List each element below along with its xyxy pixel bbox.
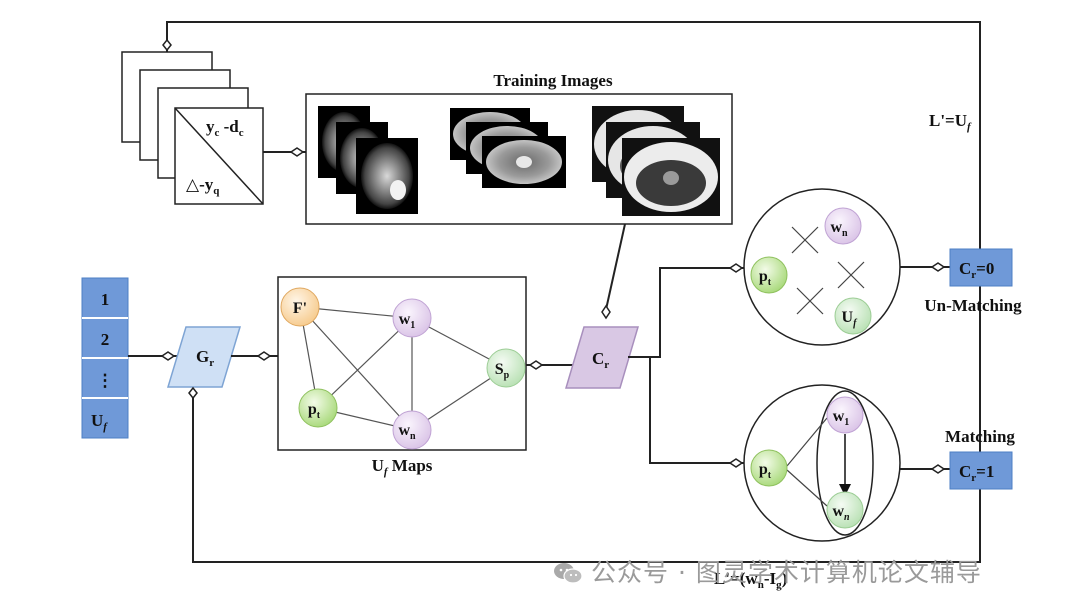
connector-images-to-cr xyxy=(601,223,626,320)
thoracic-mri-images xyxy=(592,106,720,216)
node-wn: wn xyxy=(392,410,432,450)
feedback-loop-bottom xyxy=(192,398,981,563)
stack-top-label: yc -dc xyxy=(206,117,244,139)
unmatching-cross-marks xyxy=(791,226,865,315)
stack-bottom-label: △-yq xyxy=(186,175,220,197)
connector-queue-to-gr xyxy=(128,351,180,361)
svg-text:Sp: Sp xyxy=(495,361,510,381)
wechat-icon xyxy=(554,563,583,584)
output-cr1-label: Cr=1 xyxy=(959,462,994,484)
match-node-wn: wn xyxy=(826,491,864,529)
matching-edges xyxy=(786,417,851,507)
cr-branch-lines xyxy=(628,267,745,464)
output-cr0-box xyxy=(949,248,1013,287)
output-cr1-box xyxy=(949,451,1013,490)
watermark-text: 公众号 · 图灵学术计算机论文辅导 xyxy=(591,558,982,587)
svg-text:wn: wn xyxy=(398,422,416,442)
match-node-pt: pt xyxy=(750,449,788,487)
svg-text:pt: pt xyxy=(759,268,772,288)
top-loss-label: L'=Uf xyxy=(929,111,972,133)
svg-text:Uf: Uf xyxy=(842,309,859,329)
unmatch-node-wn: wn xyxy=(824,207,862,245)
matching-label: Matching xyxy=(945,427,1015,446)
node-w1: w1 xyxy=(392,298,432,338)
node-f-prime: F' xyxy=(280,287,320,327)
node-sp: Sp xyxy=(486,348,526,388)
uf-maps-caption: Uf Maps xyxy=(372,456,433,478)
matching-group-ellipse xyxy=(816,390,874,536)
branch-diamond-top xyxy=(728,263,744,273)
queue-item-1: 1 xyxy=(101,290,110,309)
queue-item-ellipsis: ⋮ xyxy=(97,371,114,390)
unmatch-node-uf: Uf xyxy=(834,297,872,335)
input-queue xyxy=(81,277,129,439)
cr-block xyxy=(564,326,640,389)
watermark: 公众号 · 图灵学术计算机论文辅导 xyxy=(553,553,982,589)
svg-text:w1: w1 xyxy=(833,408,850,428)
queue-item-2: 2 xyxy=(101,330,110,349)
connector-maps-to-cr xyxy=(526,360,575,370)
cr-label: Cr xyxy=(592,349,609,371)
output-cr0-label: Cr=0 xyxy=(959,259,994,281)
branch-diamond-bottom xyxy=(728,458,744,468)
svg-text:F': F' xyxy=(293,300,307,317)
svg-text:w1: w1 xyxy=(399,311,416,331)
sheet-stack xyxy=(121,51,264,205)
bottom-loss-label: L'=(wn-Ig) xyxy=(714,569,787,591)
connector-stack-to-images xyxy=(263,147,306,157)
connector-unmatch-to-output xyxy=(900,262,950,272)
connector-gr-to-maps xyxy=(231,351,278,361)
brain-mri-images xyxy=(318,106,418,214)
unmatching-label: Un-Matching xyxy=(924,296,1022,315)
connector-match-to-output xyxy=(900,464,950,474)
gr-block xyxy=(166,326,242,388)
connector-stack-to-loop xyxy=(162,22,172,52)
match-node-w1: w1 xyxy=(826,396,864,434)
gr-bottom-diamond xyxy=(188,386,198,400)
svg-text:wn: wn xyxy=(832,503,850,523)
queue-item-uf: Uf xyxy=(91,411,108,433)
chest-ct-images xyxy=(450,108,566,188)
gr-label: Gr xyxy=(196,347,214,369)
svg-text:pt: pt xyxy=(759,461,772,481)
training-images-title: Training Images xyxy=(493,71,613,90)
unmatch-node-pt: pt xyxy=(750,256,788,294)
node-pt: pt xyxy=(298,388,338,428)
svg-text:pt: pt xyxy=(308,401,321,421)
svg-text:wn: wn xyxy=(830,219,848,239)
